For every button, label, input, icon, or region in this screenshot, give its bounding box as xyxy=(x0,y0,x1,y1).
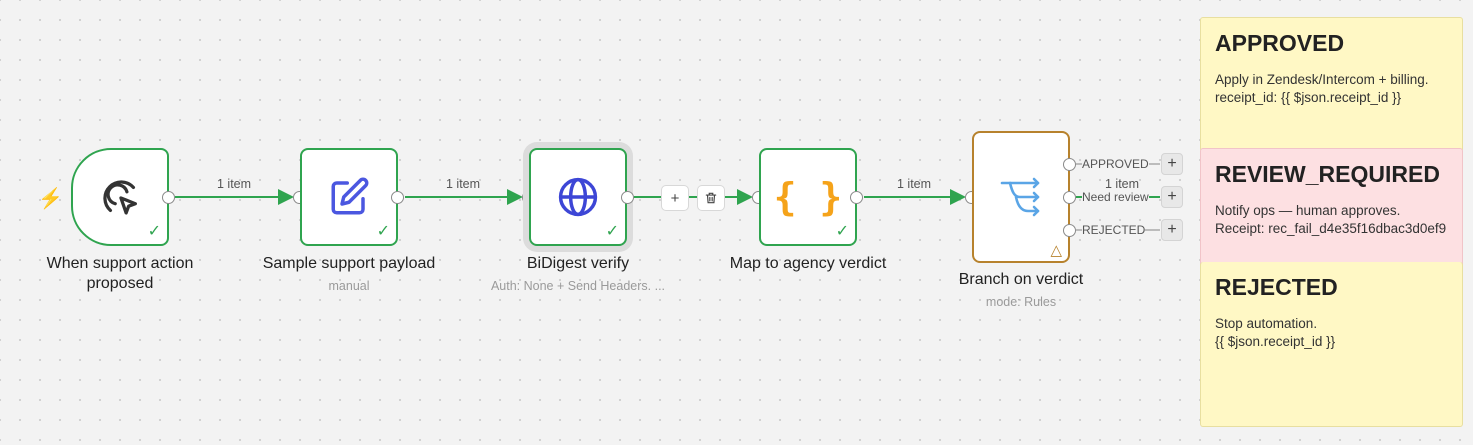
cursor-click-icon xyxy=(103,180,137,215)
trigger-bolt-icon: ⚡ xyxy=(38,188,63,210)
node-sample-title: Sample support payload xyxy=(262,255,436,272)
success-check-icon: ✓ xyxy=(605,223,619,240)
edge-item-count: 1 item xyxy=(446,177,481,191)
node-sample-subtitle: manual xyxy=(328,279,370,293)
node-trigger[interactable]: ✓ xyxy=(71,148,169,246)
node-trigger-title: When support action proposed xyxy=(46,255,194,292)
success-check-icon: ✓ xyxy=(147,223,161,240)
node-verify-title: BiDigest verify xyxy=(526,255,630,272)
sample-output-handle[interactable] xyxy=(391,191,404,204)
verify-output-handle[interactable] xyxy=(621,191,634,204)
node-map-verdict[interactable]: { } ✓ xyxy=(759,148,857,246)
edit-icon xyxy=(331,177,369,215)
sticky-rejected-title: REJECTED xyxy=(1215,274,1338,300)
node-verify-subtitle: Auth: None + Send Headers. ... xyxy=(490,279,666,293)
map-output-handle[interactable] xyxy=(850,191,863,204)
success-check-icon: ✓ xyxy=(376,223,390,240)
success-check-icon: ✓ xyxy=(835,223,849,240)
edge-item-count: 1 item xyxy=(217,177,252,191)
edge-delete-button[interactable] xyxy=(697,185,725,211)
sticky-rejected-line2: {{ $json.receipt_id }} xyxy=(1215,334,1336,349)
node-branch-subtitle: mode: Rules xyxy=(985,295,1057,309)
trash-icon xyxy=(705,192,717,204)
add-approved-branch-button[interactable]: + xyxy=(1161,153,1183,175)
edge-item-count: 1 item xyxy=(897,177,932,191)
branch-output-label-review: Need review xyxy=(1082,190,1149,204)
sticky-approved-title: APPROVED xyxy=(1215,30,1345,56)
switch-icon xyxy=(1000,177,1040,217)
sticky-review-title: REVIEW_REQUIRED xyxy=(1215,161,1440,187)
sticky-rejected-line1: Stop automation. xyxy=(1215,316,1318,331)
trigger-output-handle[interactable] xyxy=(162,191,175,204)
sticky-note-review-required[interactable]: REVIEW_REQUIRED Notify ops — human appro… xyxy=(1200,148,1463,268)
node-branch-verdict[interactable]: △ xyxy=(972,131,1070,263)
add-review-branch-button[interactable]: + xyxy=(1161,186,1183,208)
node-branch-title: Branch on verdict xyxy=(958,271,1084,288)
sticky-note-rejected[interactable]: REJECTED Stop automation. {{ $json.recei… xyxy=(1200,262,1463,427)
edge-item-count: 1 item xyxy=(1105,177,1140,191)
branch-output-label-approved: APPROVED xyxy=(1082,157,1149,171)
branch-output-approved-handle[interactable] xyxy=(1063,158,1076,171)
sticky-approved-line1: Apply in Zendesk/Intercom + billing. xyxy=(1215,72,1429,87)
branch-output-label-rejected: REJECTED xyxy=(1082,223,1146,237)
sticky-approved-line2: receipt_id: {{ $json.receipt_id }} xyxy=(1215,90,1402,105)
node-sample-payload[interactable]: ✓ xyxy=(300,148,398,246)
sticky-note-approved[interactable]: APPROVED Apply in Zendesk/Intercom + bil… xyxy=(1200,17,1463,152)
branch-output-rejected-handle[interactable] xyxy=(1063,224,1076,237)
braces-icon: { } xyxy=(773,175,843,219)
node-bidigest-verify[interactable]: ✓ xyxy=(529,148,627,246)
branch-output-review-handle[interactable] xyxy=(1063,191,1076,204)
node-map-title: Map to agency verdict xyxy=(729,255,887,272)
add-rejected-branch-button[interactable]: + xyxy=(1161,219,1183,241)
globe-icon xyxy=(558,177,598,217)
warning-triangle-icon: △ xyxy=(1050,242,1062,259)
sticky-review-line1: Notify ops — human approves. Receipt: re… xyxy=(1215,203,1447,236)
edge-add-node-button[interactable]: + xyxy=(661,185,689,211)
